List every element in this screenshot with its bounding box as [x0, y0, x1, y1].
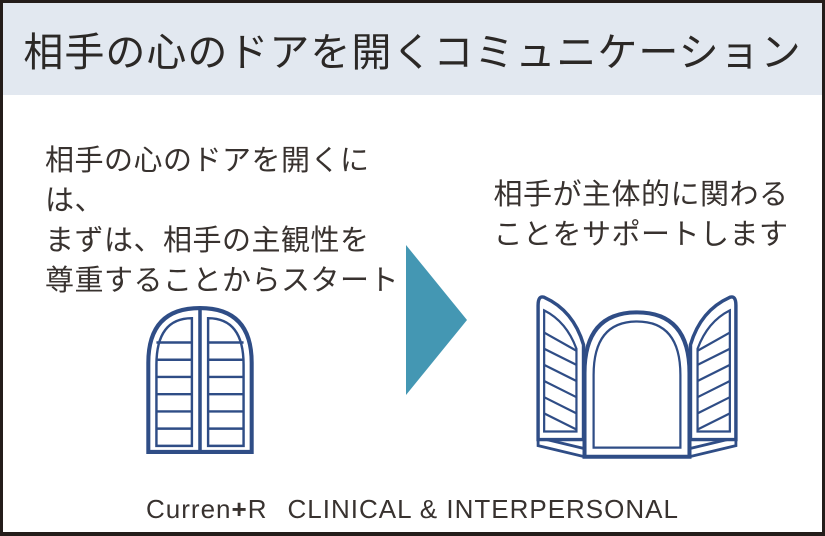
left-text-line: まずは、相手の主観性を: [45, 225, 370, 257]
open-door-icon: [528, 290, 746, 464]
left-text-block: 相手の心のドアを開くには、 まずは、相手の主観性を 尊重することからスタート: [45, 141, 415, 301]
footer-logo: Curren+R CLINICAL & INTERPERSONAL: [3, 494, 822, 525]
brand-plus: +: [231, 494, 248, 524]
right-text-line: 相手が主体的に関わる: [493, 179, 789, 211]
footer-tagline: CLINICAL & INTERPERSONAL: [287, 494, 679, 524]
right-text-line: ことをサポートします: [493, 219, 789, 251]
brand-r: R: [247, 494, 268, 524]
header-band: 相手の心のドアを開くコミュニケーション: [3, 3, 822, 95]
left-text-line: 尊重することからスタート: [45, 265, 400, 297]
arrow-right-icon: [406, 245, 467, 395]
right-text-block: 相手が主体的に関わる ことをサポートします: [471, 175, 811, 255]
page-title: 相手の心のドアを開くコミュニケーション: [23, 31, 802, 75]
brand-curren: Curren: [146, 494, 232, 524]
left-text-line: 相手の心のドアを開くには、: [45, 145, 370, 217]
closed-door-icon: [144, 304, 256, 456]
